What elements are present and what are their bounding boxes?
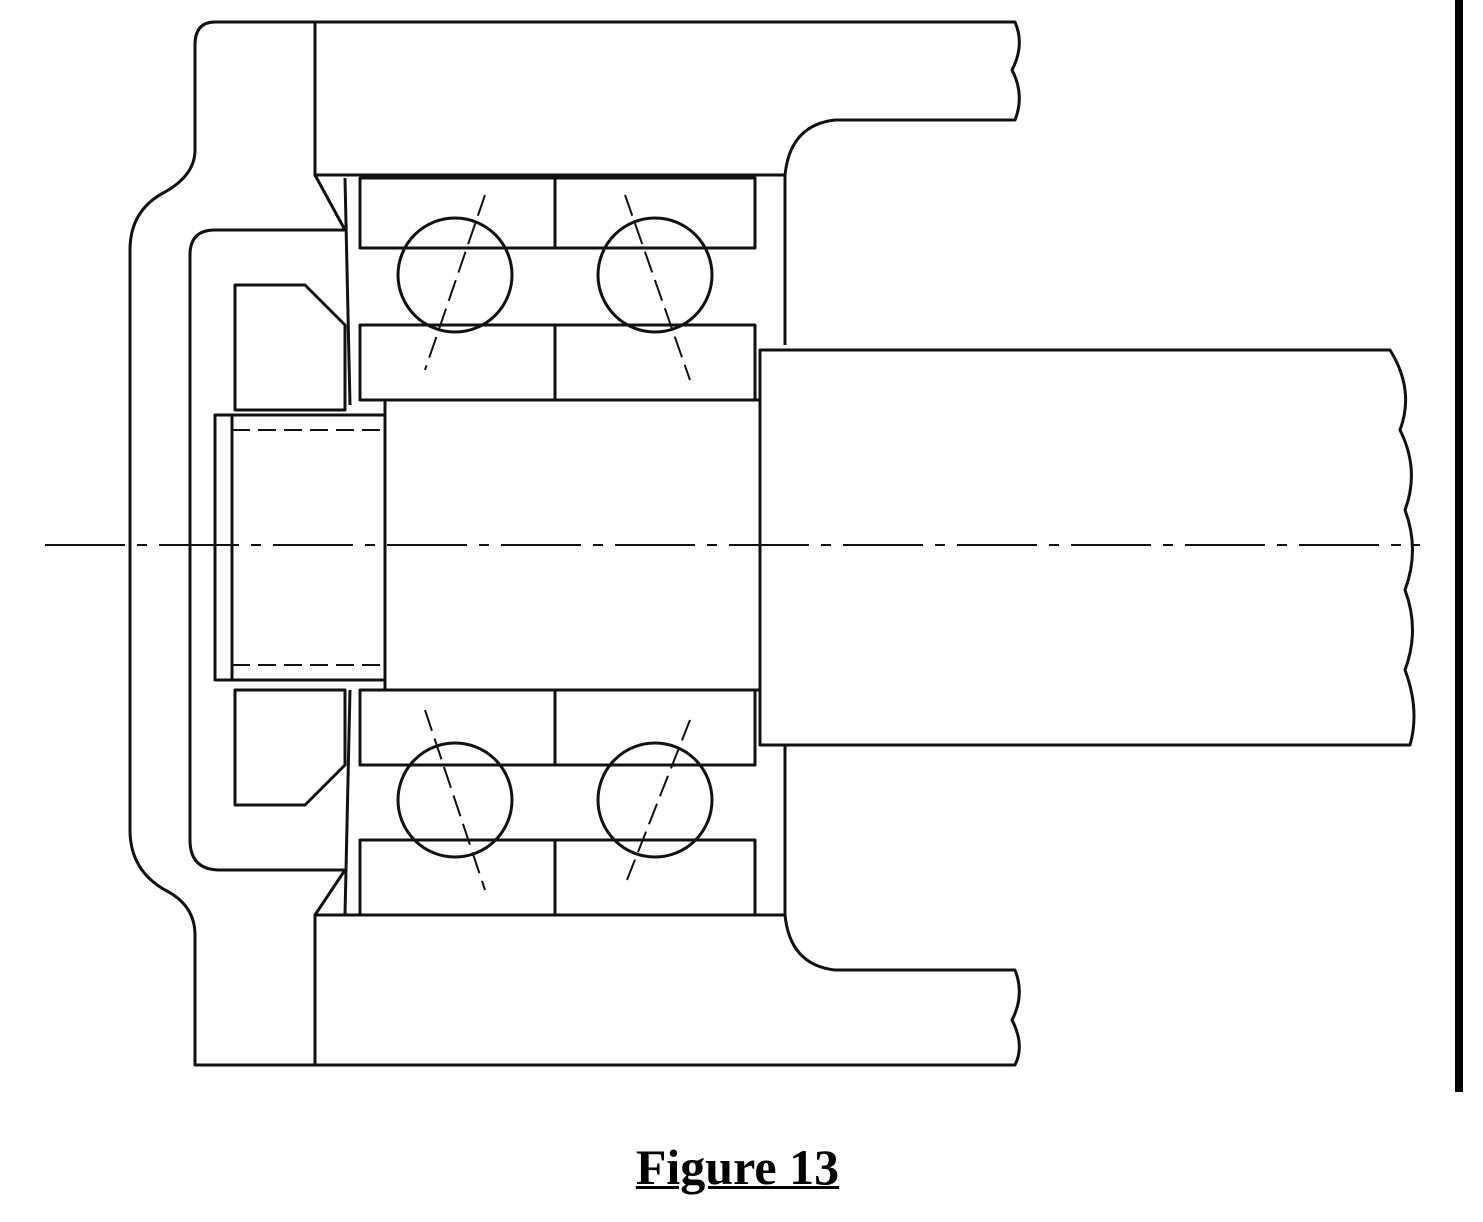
- shaft-body: [758, 348, 1416, 747]
- bearing-top-right: [553, 176, 757, 402]
- housing-bottom-section: [313, 913, 1021, 1067]
- page-edge-line: [1455, 0, 1463, 1092]
- bearing-top-left: [358, 176, 557, 402]
- spacer-line-top: [343, 177, 352, 406]
- end-cover-section: [128, 20, 347, 1067]
- bearing-bottom-left: [358, 688, 557, 917]
- ball: [396, 216, 514, 334]
- lock-washer-bottom: [233, 688, 347, 807]
- ball: [396, 741, 514, 859]
- housing-top-section: [313, 20, 1021, 177]
- bearing-bottom-right: [553, 688, 757, 917]
- ball: [596, 216, 714, 334]
- figure-caption: Figure 13: [635, 1139, 840, 1195]
- spacer-line-bottom: [343, 689, 352, 916]
- shaft-nut: [213, 413, 387, 682]
- contact-angle-lines: [424, 194, 691, 891]
- lock-washer-top: [233, 283, 347, 412]
- ball: [596, 741, 714, 859]
